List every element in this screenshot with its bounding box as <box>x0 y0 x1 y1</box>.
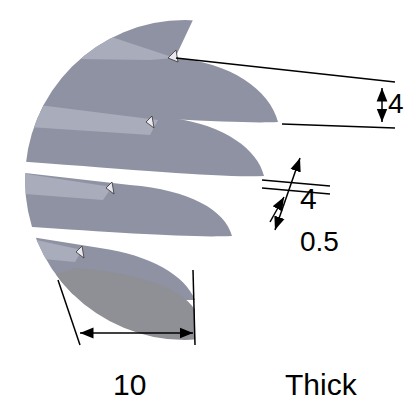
blade <box>0 268 195 403</box>
slot-notch <box>76 50 178 258</box>
blade <box>0 170 232 236</box>
blade-face <box>0 0 175 60</box>
blade-face <box>0 232 82 262</box>
dimension-lines <box>58 58 395 345</box>
note-text: Thick <box>285 370 357 400</box>
dimension-value: 0.5 <box>300 228 339 256</box>
blade <box>0 0 278 122</box>
blade-face <box>0 170 112 200</box>
blade-face <box>0 100 158 135</box>
dimension-value: 4 <box>300 184 317 214</box>
dimension-value: 10 <box>113 370 146 400</box>
dimension-value: 4 <box>388 90 404 118</box>
blade <box>0 100 264 176</box>
